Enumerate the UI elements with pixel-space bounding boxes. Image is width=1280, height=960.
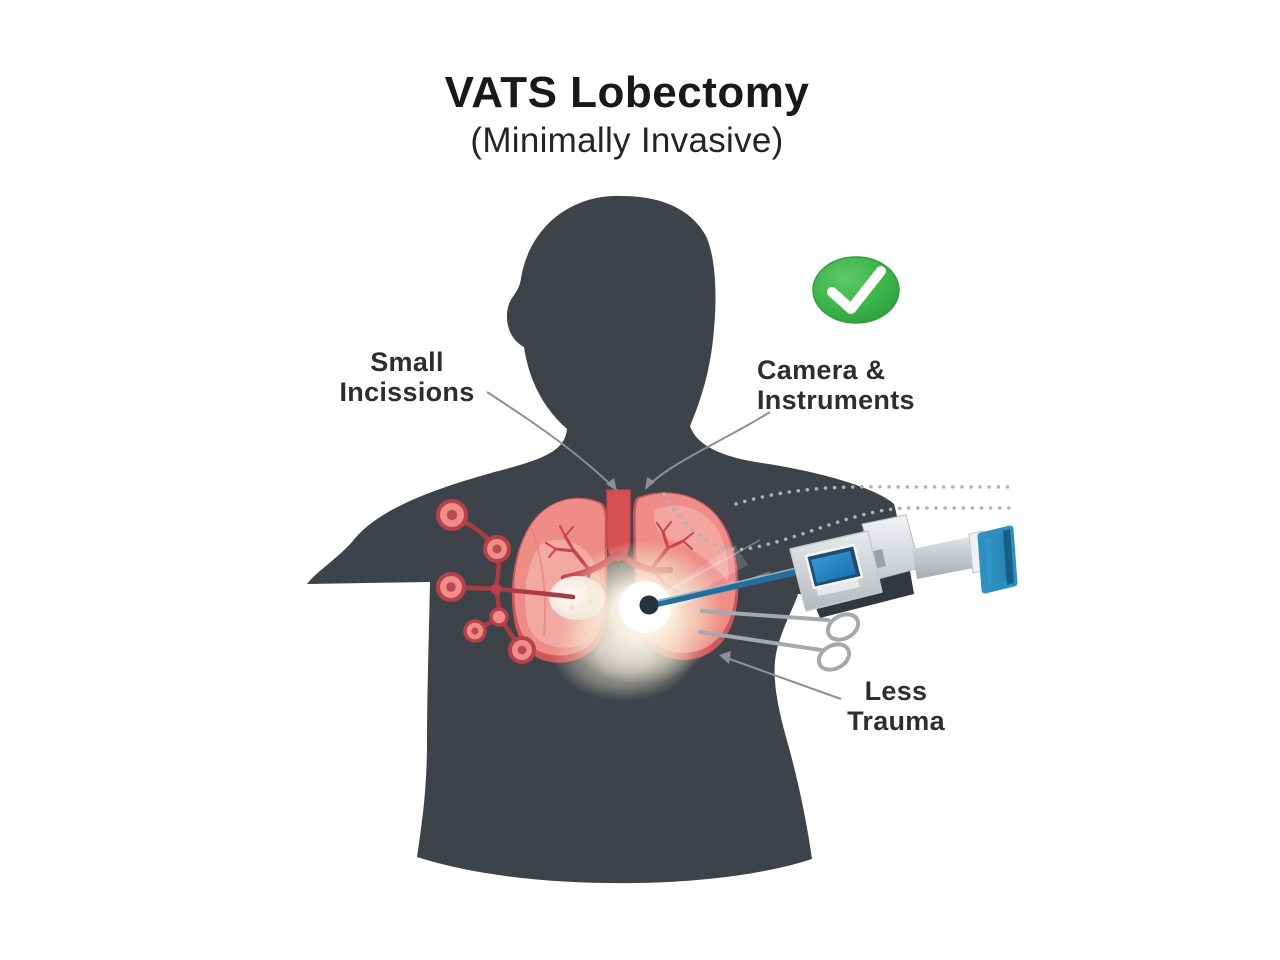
dotted-path-lower [662,492,1011,552]
label-camera-instruments-line2: Instruments [757,385,915,416]
label-camera-instruments-line1: Camera & [757,355,886,385]
camera-device [789,514,1018,618]
page-title: VATS Lobectomy [444,68,810,117]
thoracoscope [639,564,816,615]
leader-less-trauma [723,656,842,700]
device-screen [811,551,856,583]
label-small-incisions-line1: Small [370,347,444,377]
label-small-incisions: Small Incissions [322,347,492,407]
scissors-icon [698,609,861,672]
check-icon [812,256,900,324]
device-cap-edge [1003,529,1014,585]
port-nodes [436,499,576,664]
title-block: VATS Lobectomy (Minimally Invasive) [0,68,1254,161]
label-less-trauma-line2: Trauma [847,706,945,737]
leader-lines [486,391,842,700]
port-node [436,499,536,664]
label-camera-instruments: Camera & Instruments [757,355,915,415]
leader-camera [647,411,771,487]
leader-small-incisions [486,391,614,488]
page-subtitle: (Minimally Invasive) [470,121,784,161]
label-less-trauma-line1: Less [864,676,928,706]
device-shaft [912,536,979,579]
dotted-paths [662,484,1011,552]
light-cone [650,545,748,613]
leader-arrowheads [606,477,731,664]
label-less-trauma: Less Trauma [826,676,966,736]
dotted-path-upper [734,484,1011,506]
label-small-incisions-line2: Incissions [339,377,475,408]
right-lung-inner [654,505,729,582]
thoracoscope-tip [639,595,659,615]
left-lung-crease [530,527,547,637]
device-label-strip [816,579,860,596]
